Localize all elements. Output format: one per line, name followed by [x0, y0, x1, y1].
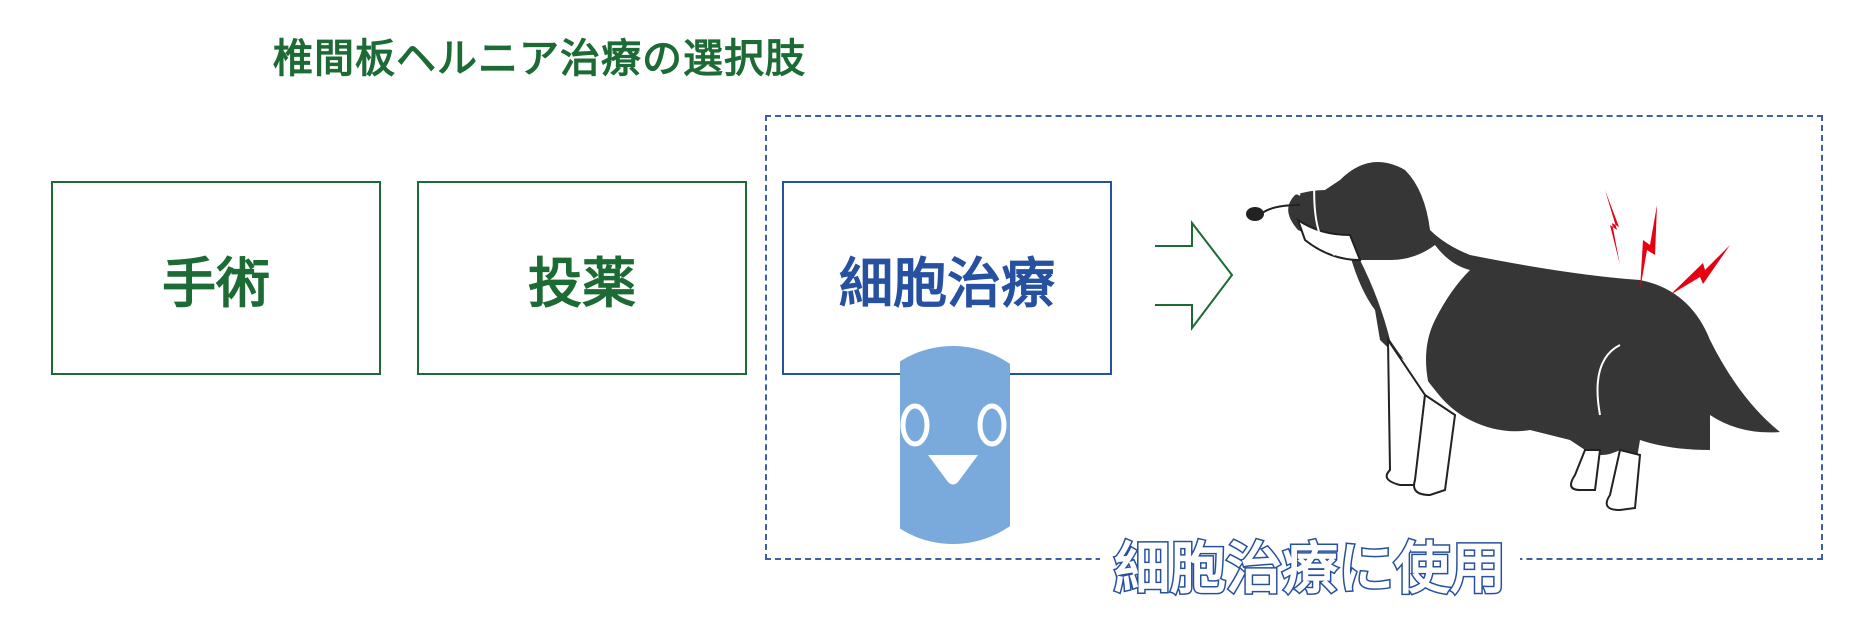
- arrow-right-icon: [1155, 220, 1234, 331]
- cell-character-icon: [900, 346, 1010, 544]
- option-medication: 投薬: [417, 181, 747, 375]
- option-surgery: 手術: [51, 181, 381, 375]
- dog-in-pain-illustration: [1246, 162, 1780, 512]
- diagram-title: 椎間板ヘルニア治療の選択肢: [273, 36, 806, 82]
- cell-therapy-caption: 細胞治療に使用: [1100, 524, 1520, 605]
- caption-text: 細胞治療に使用: [1113, 536, 1508, 604]
- option-label: 投薬: [528, 251, 636, 315]
- option-label: 手術: [162, 251, 270, 315]
- pain-lightning-icon: [1605, 190, 1730, 295]
- option-label: 細胞治療: [839, 251, 1055, 315]
